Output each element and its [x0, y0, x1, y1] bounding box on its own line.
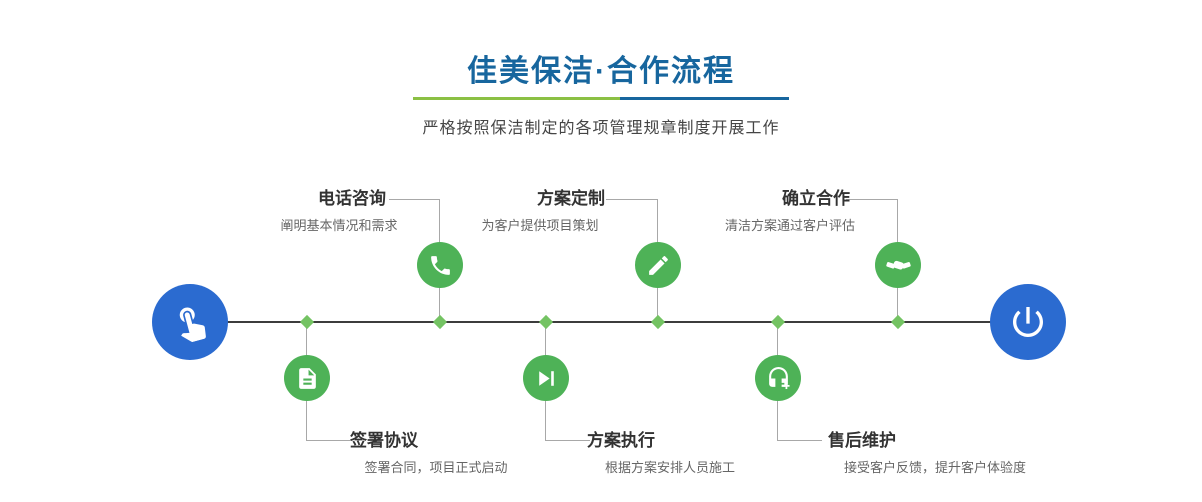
step-desc: 清洁方案通过客户评估: [724, 218, 855, 233]
underline-green-segment: [413, 97, 620, 100]
step-badge-design: [635, 242, 681, 288]
connector-line: [546, 440, 590, 441]
timeline-diamond: [650, 314, 666, 330]
step-desc: 签署合同，项目正式启动: [364, 460, 508, 475]
step-desc: 为客户提供项目策划: [481, 218, 599, 233]
step-badge-aftersales: [755, 355, 801, 401]
underline-blue-segment: [619, 97, 789, 100]
contract-document-icon: [298, 367, 316, 389]
step-title: 确立合作: [782, 189, 850, 208]
handshake-icon: [885, 260, 911, 270]
page-subtitle: 严格按照保洁制定的各项管理规章制度开展工作: [422, 120, 780, 137]
connector-line: [778, 440, 822, 441]
step-badge-phone: [417, 242, 463, 288]
play-next-icon: [538, 370, 554, 386]
step-title: 售后维护: [828, 431, 896, 450]
timeline-diamond: [299, 314, 315, 330]
pointing-hand-icon: [179, 307, 206, 342]
step-desc: 接受客户反馈，提升客户体验度: [843, 460, 1026, 475]
design-pencil-icon: [648, 255, 668, 275]
step-badge-cooperation: [875, 242, 921, 288]
timeline-diamond: [890, 314, 906, 330]
headset-plus-icon: [768, 366, 790, 389]
timeline-diamond: [770, 314, 786, 330]
phone-icon: [430, 255, 450, 275]
page-title: 佳美保洁·合作流程: [467, 55, 735, 88]
step-title: 方案定制: [537, 189, 605, 208]
connector-line: [606, 199, 658, 200]
connector-line: [307, 440, 351, 441]
connector-line: [846, 199, 898, 200]
timeline-diamond: [432, 314, 448, 330]
timeline-diamond: [538, 314, 554, 330]
step-badge-execution: [523, 355, 569, 401]
timeline-start-badge: [152, 284, 228, 360]
connector-line: [389, 199, 440, 200]
timeline-end-badge: [990, 284, 1066, 360]
step-desc: 根据方案安排人员施工: [604, 460, 735, 475]
step-title: 电话咨询: [318, 189, 386, 208]
step-badge-contract: [284, 355, 330, 401]
step-desc: 阐明基本情况和需求: [280, 218, 398, 233]
title-underline: [413, 97, 789, 100]
power-icon: [1013, 307, 1043, 337]
timeline-line: [190, 321, 1028, 323]
step-title: 方案执行: [587, 431, 655, 450]
step-title: 签署协议: [350, 431, 418, 450]
